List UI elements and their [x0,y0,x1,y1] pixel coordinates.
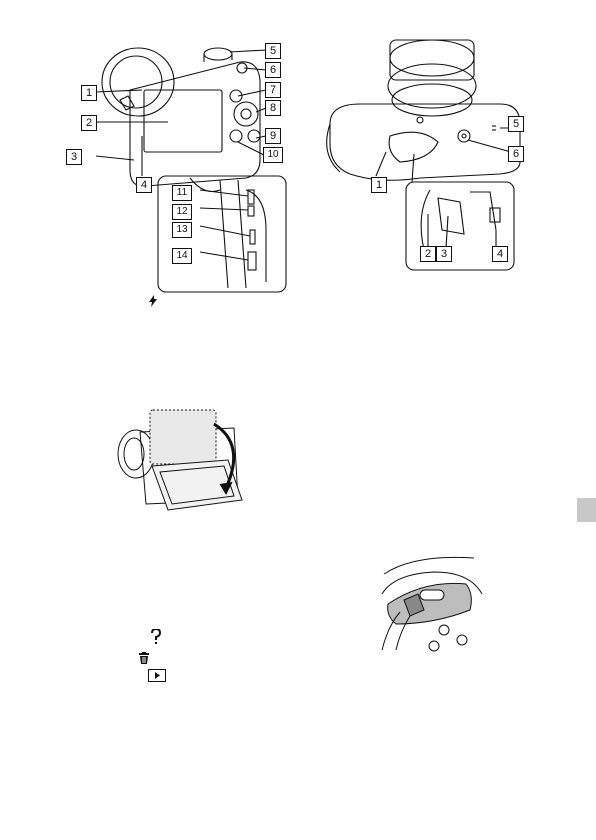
callout-rear-10: 10 [263,147,283,163]
section-tab [577,498,596,522]
callout-rear-11: 11 [172,185,192,201]
callout-rear-7: 7 [265,82,281,98]
callout-rear-4: 4 [136,177,152,193]
camera-bottom-drawing [320,34,540,274]
callout-rear-14: 14 [172,248,192,264]
callout-rear-1: 1 [81,85,97,101]
question-mark-icon [150,629,162,645]
callout-bottom-6: 6 [508,146,524,162]
callout-rear-9: 9 [265,128,281,144]
callout-rear-5: 5 [265,43,281,59]
callout-rear-3: 3 [66,149,82,165]
playback-button-icon [148,669,166,682]
strap-attachment-drawing [374,554,486,652]
callout-rear-8: 8 [265,100,281,116]
callout-rear-12: 12 [172,204,192,220]
trash-icon [139,651,149,663]
callout-bottom-2: 2 [420,246,436,262]
flash-icon [148,294,158,306]
camera-bottom-illustration [320,34,540,274]
tilting-monitor-illustration [116,404,248,512]
callout-bottom-5: 5 [508,116,524,132]
callout-bottom-4: 4 [492,246,508,262]
callout-bottom-3: 3 [436,246,452,262]
callout-bottom-1: 1 [371,177,387,193]
tilting-monitor-drawing [116,404,248,512]
strap-attachment-illustration [374,554,486,652]
callout-rear-13: 13 [172,222,192,238]
callout-rear-6: 6 [265,62,281,78]
callout-rear-2: 2 [81,115,97,131]
